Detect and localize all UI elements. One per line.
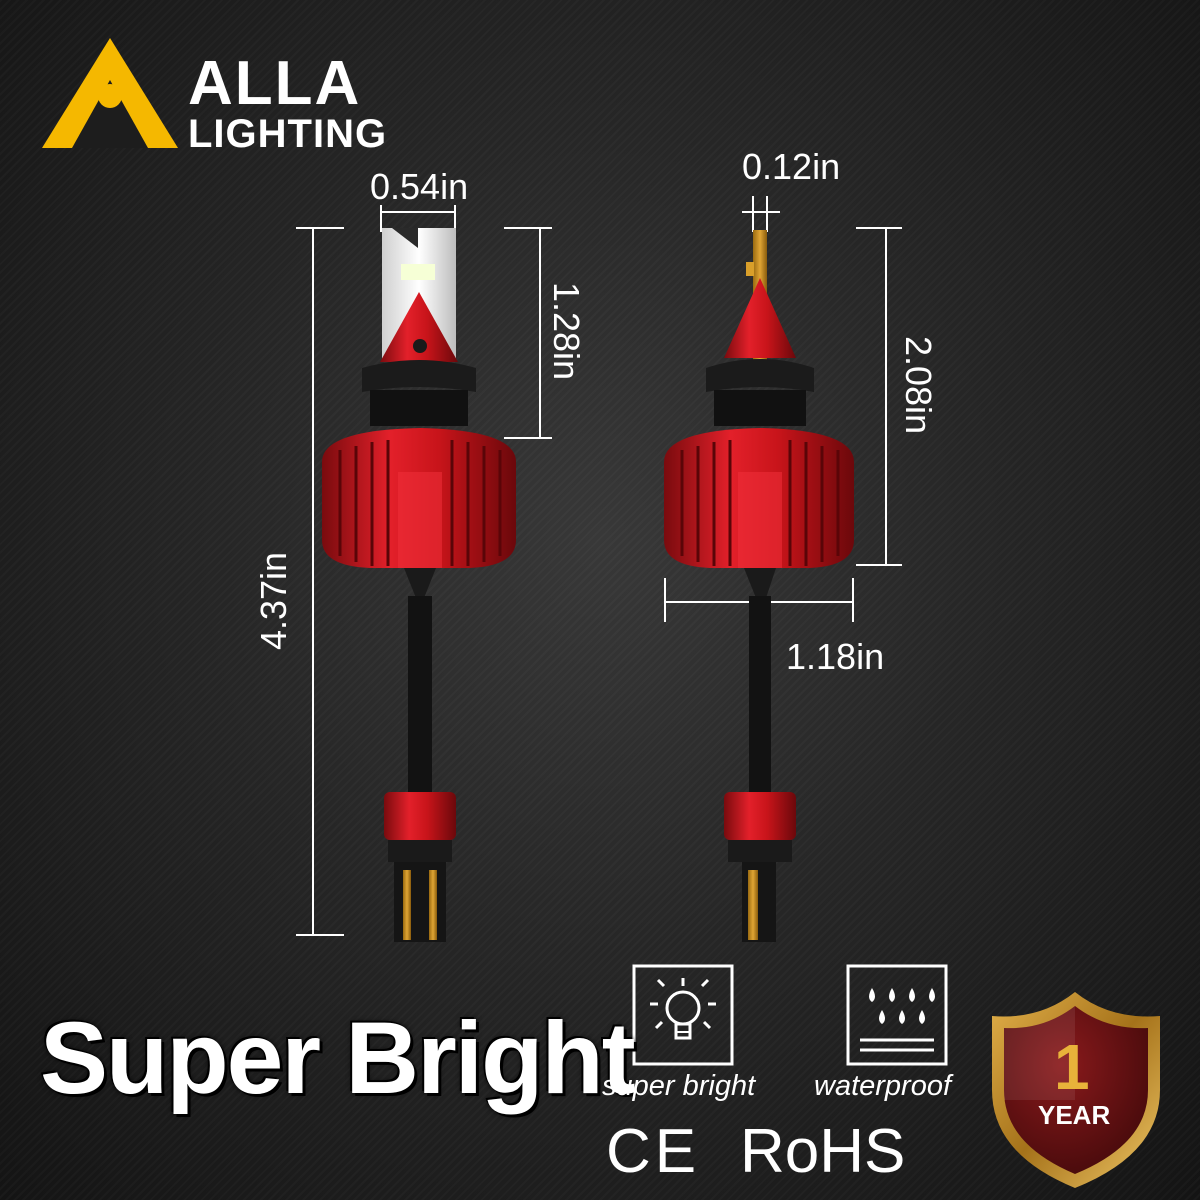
warranty-number: 1	[1054, 1031, 1090, 1103]
dimension-head-height-right: 2.08in	[898, 335, 939, 435]
dimension-head-height-left: 1.28in	[546, 281, 587, 381]
warranty-shield-icon	[992, 992, 1160, 1188]
dimension-chip-thickness: 0.12in	[742, 146, 841, 187]
dimension-overall-length: 4.37in	[253, 551, 294, 651]
dimension-body-diameter: 1.18in	[786, 636, 885, 677]
light-bulb-icon	[632, 964, 734, 1066]
logo-icon	[42, 38, 178, 148]
brand-name: ALLA	[188, 49, 362, 118]
led-bulb-front-view	[322, 228, 516, 942]
warranty-unit: YEAR	[1038, 1100, 1111, 1130]
headline-text: Super Bright	[40, 1001, 636, 1115]
dimension-chip-width: 0.54in	[370, 166, 469, 207]
feature-label-super-bright: super bright	[602, 1070, 756, 1102]
ce-mark: CE	[606, 1117, 701, 1186]
water-drops-icon	[846, 964, 948, 1066]
rohs-mark: RoHS	[740, 1117, 906, 1186]
brand-subname: LIGHTING	[188, 112, 388, 156]
led-bulb-side-view	[664, 230, 854, 942]
dimension-lines	[296, 196, 902, 936]
feature-label-waterproof: waterproof	[814, 1070, 952, 1102]
